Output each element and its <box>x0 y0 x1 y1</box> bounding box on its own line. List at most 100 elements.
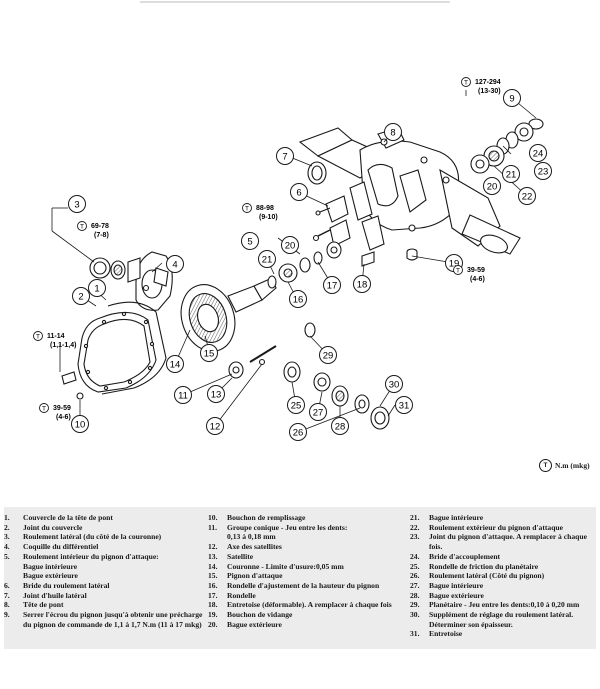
callout-circle <box>287 396 305 414</box>
callout-number: 25 <box>291 400 302 411</box>
legend-item-text: Groupe conique - Jeu entre les dents: <box>227 522 348 532</box>
legend-item: Bague intérieure <box>4 562 204 572</box>
callout-number: 13 <box>211 389 222 400</box>
legend-item: 0,13 à 0,18 mm <box>208 532 408 542</box>
callout-number: 18 <box>357 279 368 290</box>
callout-number: 14 <box>170 359 181 370</box>
callout-number: 5 <box>247 236 252 247</box>
callout-circle <box>289 423 307 441</box>
torque-icon <box>33 331 43 341</box>
legend-item-text: Bouchon de remplissage <box>227 513 306 522</box>
legend-item-number: 22. <box>410 522 420 532</box>
callout-7: 7 <box>276 147 294 165</box>
callout-circle <box>503 89 521 107</box>
legend-item-text: Rondelle d'ajustement de la hauteur du p… <box>227 580 380 590</box>
legend-item-text: Serrer l'écrou du pignon jusqu'à obtenir… <box>23 610 203 629</box>
torque-value-mkg: (4-6) <box>470 276 485 283</box>
callout-17: 17 <box>323 276 341 294</box>
callout-22: 22 <box>518 187 536 205</box>
callout-23: 23 <box>534 162 552 180</box>
callout-circle <box>206 417 224 435</box>
legend-item-number: 20. <box>208 619 218 629</box>
legend-item-number: 17. <box>208 590 218 600</box>
legend-item-text: Pignon d'attaque <box>227 571 283 581</box>
legend-item-text: Entretoise (déformable). A remplacer à c… <box>227 600 392 610</box>
legend-item-number: 18. <box>208 600 218 610</box>
legend-item-text: Entretoise <box>429 629 463 639</box>
legend-item-number: 24. <box>410 551 420 561</box>
callout-number: 23 <box>538 166 549 177</box>
legend-item: 20.Bague extérieure <box>208 620 408 630</box>
legend-item: 17.Rondelle <box>208 591 408 601</box>
legend-item: 15. Pignon d'attaque <box>208 571 408 581</box>
legend-item: 19.Bouchon de vidange <box>208 610 408 620</box>
callout-26: 26 <box>289 423 307 441</box>
callout-circle <box>289 290 307 308</box>
legend-item-number <box>4 562 23 572</box>
torque-value: 11-14 <box>47 333 65 340</box>
torque-symbol: T <box>456 267 460 274</box>
side-bearing-left <box>89 257 141 283</box>
legend-item: 16. Rondelle d'ajustement de la hauteur d… <box>208 581 408 591</box>
callout-number: 9 <box>509 93 514 104</box>
pinion-flange-group <box>470 118 544 174</box>
legend-item-text: Bague intérieure <box>429 513 484 522</box>
legend-item-number: 15. <box>208 571 218 581</box>
torque-icon <box>39 403 49 413</box>
torque-symbol: T <box>464 79 468 86</box>
callout-number: 17 <box>327 280 338 291</box>
legend-item: 14.Couronne - Limite d'usure:0,05 mm <box>208 562 408 572</box>
legend-item-text: Couronne - Limite d'usure:0,05 mm <box>227 561 344 571</box>
callout-circle <box>323 276 341 294</box>
callout-circle <box>174 386 192 404</box>
callout-circle <box>290 183 308 201</box>
legend-item-number: 25. <box>410 561 420 571</box>
legend-item: 25.Rondelle de friction du planétaire <box>410 562 596 572</box>
legend-item-number <box>4 571 23 581</box>
legend-item-text: Bride d'accouplement <box>429 551 501 561</box>
callout-number: 26 <box>293 427 304 438</box>
callout-12: 12 <box>206 417 224 435</box>
legend-item-number: 16. <box>208 580 218 590</box>
callout-21: 21 <box>502 165 520 183</box>
legend-item-text: 0,13 à 0,18 mm <box>227 532 276 542</box>
callout-25: 25 <box>287 396 305 414</box>
exploded-diagram: 1234567891011121314151617181920212223242… <box>33 1 552 441</box>
legend-item-text: Joint d'huile latéral <box>23 590 87 600</box>
legend-item-number: 8. <box>4 600 10 610</box>
callout-circle <box>395 396 413 414</box>
callout-9: 9 <box>503 89 521 107</box>
callout-21: 21 <box>258 250 276 268</box>
callout-circle <box>241 232 259 250</box>
legend-item-number: 9. <box>4 610 10 620</box>
legend-item-number: 31. <box>410 629 420 639</box>
legend-item: 4.Coquille du différentiel <box>4 542 204 552</box>
legend-item-text: Tête de pont <box>23 600 64 610</box>
legend-item: 22. Roulement extérieur du pignon d'attaq… <box>410 523 596 533</box>
torque-symbol: T <box>245 205 249 212</box>
callout-number: 28 <box>335 421 346 432</box>
callout-31: 31 <box>395 396 413 414</box>
ring-gear <box>180 284 236 352</box>
callout-circle <box>483 177 501 195</box>
callout-29: 29 <box>319 346 337 364</box>
callout-number: 30 <box>389 379 400 390</box>
legend-item: 18. Entretoise (déformable). A remplacer … <box>208 600 408 610</box>
legend-item-text: Supplément de réglage du roulement latér… <box>429 610 574 629</box>
torque-value: 127-294 <box>475 79 501 86</box>
callout-24: 24 <box>529 144 547 162</box>
torque-value: 39-59 <box>467 267 485 274</box>
legend-item-text: Roulement extérieur du pignon d'attaque <box>429 522 564 532</box>
legend-item: 21.Bague intérieure <box>410 513 596 523</box>
torque-icon <box>77 221 87 231</box>
torque-key: T N.m (mkg) <box>539 459 590 472</box>
callout-8: 8 <box>384 123 402 141</box>
callout-3: 3 <box>68 195 86 213</box>
callout-13: 13 <box>207 385 225 403</box>
torque-value-mkg: (9-10) <box>259 214 278 221</box>
